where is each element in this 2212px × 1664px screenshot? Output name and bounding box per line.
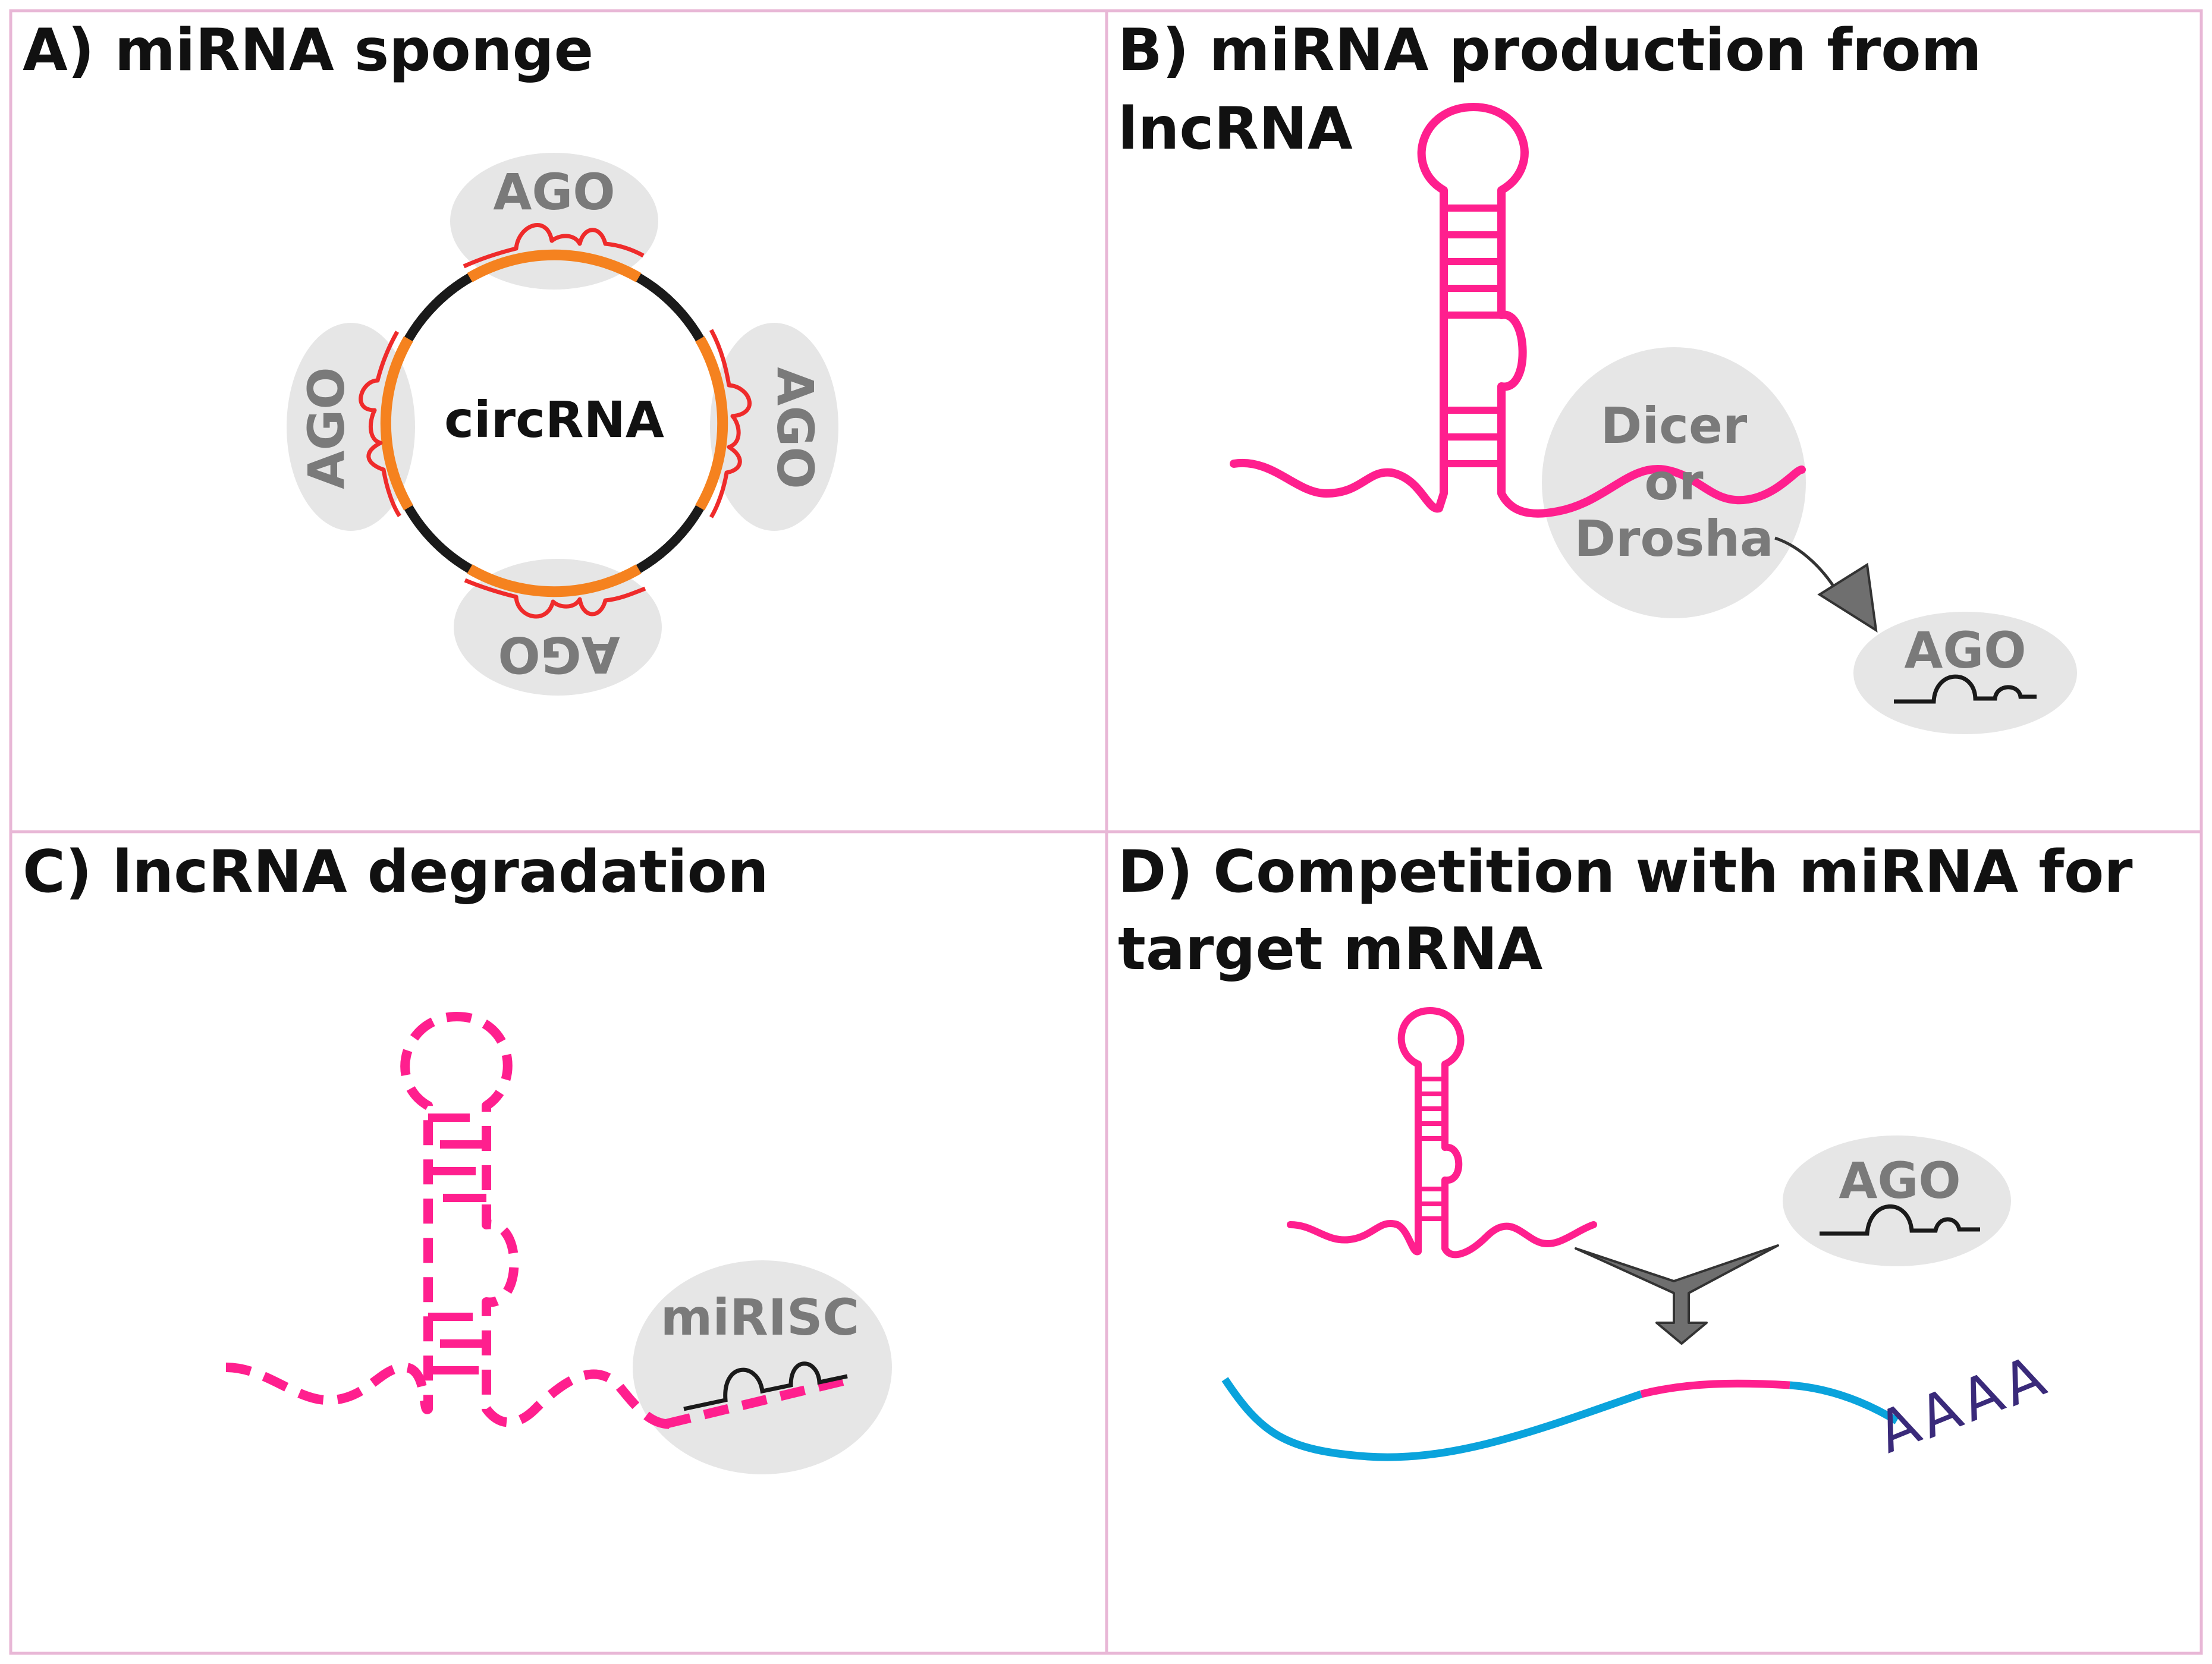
circrna-label: circRNA [444, 391, 664, 449]
ago-blob-left [287, 323, 415, 531]
drosha-label: Drosha [1574, 509, 1773, 568]
dicer-drosha-blob [1542, 347, 1806, 618]
panel-c: C) lncRNA degradation miRISC [23, 838, 892, 1474]
ago-label-left: AGO [297, 367, 356, 489]
mirisc-blob [633, 1260, 892, 1474]
target-mrna-3prime [1789, 1381, 1899, 1424]
mirna-competitor [1820, 1204, 1980, 1236]
mre-binding-sites [380, 249, 728, 597]
panel-d: D) Competition with miRNA for target mRN… [1118, 838, 2133, 1466]
lncrna-target-segment [665, 1374, 852, 1429]
mirisc-label: miRISC [661, 1288, 859, 1347]
binding-site-right [695, 336, 728, 511]
panel-border-c [9, 830, 1108, 1655]
ago-blob-top [450, 153, 658, 290]
mirna-right [709, 329, 752, 518]
ago-label-product: AGO [1904, 621, 2026, 680]
panel-b-title-line1: B) miRNA production from [1118, 17, 1982, 84]
polya-tail: A A A A [1868, 1343, 2054, 1466]
panel-a: A) miRNA sponge AGO AGO AGO AGO circRNA [23, 17, 838, 696]
dicer-label: Dicer [1601, 397, 1748, 455]
panel-d-title-line2: target mRNA [1118, 916, 1542, 983]
degrading-lncrna-backbone [225, 1012, 678, 1429]
competing-stem-rungs [1418, 1077, 1445, 1221]
ago-label-right: AGO [766, 367, 824, 489]
processing-arrowhead [1817, 562, 1878, 633]
competing-lncrna [1287, 1007, 1597, 1259]
mirna-bottom [464, 578, 646, 619]
target-mrna-5prime [1221, 1377, 1643, 1461]
panel-c-title: C) lncRNA degradation [23, 838, 769, 906]
lncrna-backbone [1230, 103, 1806, 518]
panel-d-title-line1: D) Competition with miRNA for [1118, 838, 2133, 906]
ago-label-competitor: AGO [1839, 1152, 1960, 1210]
lncrna-hairpin [1230, 103, 1806, 518]
panel-border-d [1105, 830, 2203, 1655]
mirna-product [1894, 674, 2037, 704]
merge-arrow [1575, 1244, 1779, 1345]
or-label: or [1644, 453, 1704, 511]
mirisc-mirna [683, 1361, 848, 1411]
panel-a-title: A) miRNA sponge [23, 17, 593, 84]
target-mrna-binding-site [1640, 1379, 1790, 1398]
panel-grid [9, 9, 2203, 1655]
binding-site-left [380, 336, 413, 511]
bound-mirnas [359, 223, 752, 619]
ago-label-top: AGO [493, 163, 615, 221]
mirna-left [359, 331, 401, 517]
binding-site-top [467, 249, 642, 282]
lncrna-stem-rungs [1444, 205, 1501, 467]
mirna-top [463, 223, 645, 269]
panel-b: B) miRNA production from lncRNA Dicer or… [1118, 17, 2077, 734]
binding-site-bottom [467, 564, 642, 597]
degrading-stem-rungs [428, 1113, 486, 1374]
competing-lncrna-backbone [1287, 1007, 1597, 1259]
degrading-lncrna [225, 1012, 678, 1429]
ago-blob-right [710, 323, 838, 531]
ago-label-bottom: AGO [498, 625, 620, 684]
panel-b-title-line2: lncRNA [1118, 95, 1353, 163]
